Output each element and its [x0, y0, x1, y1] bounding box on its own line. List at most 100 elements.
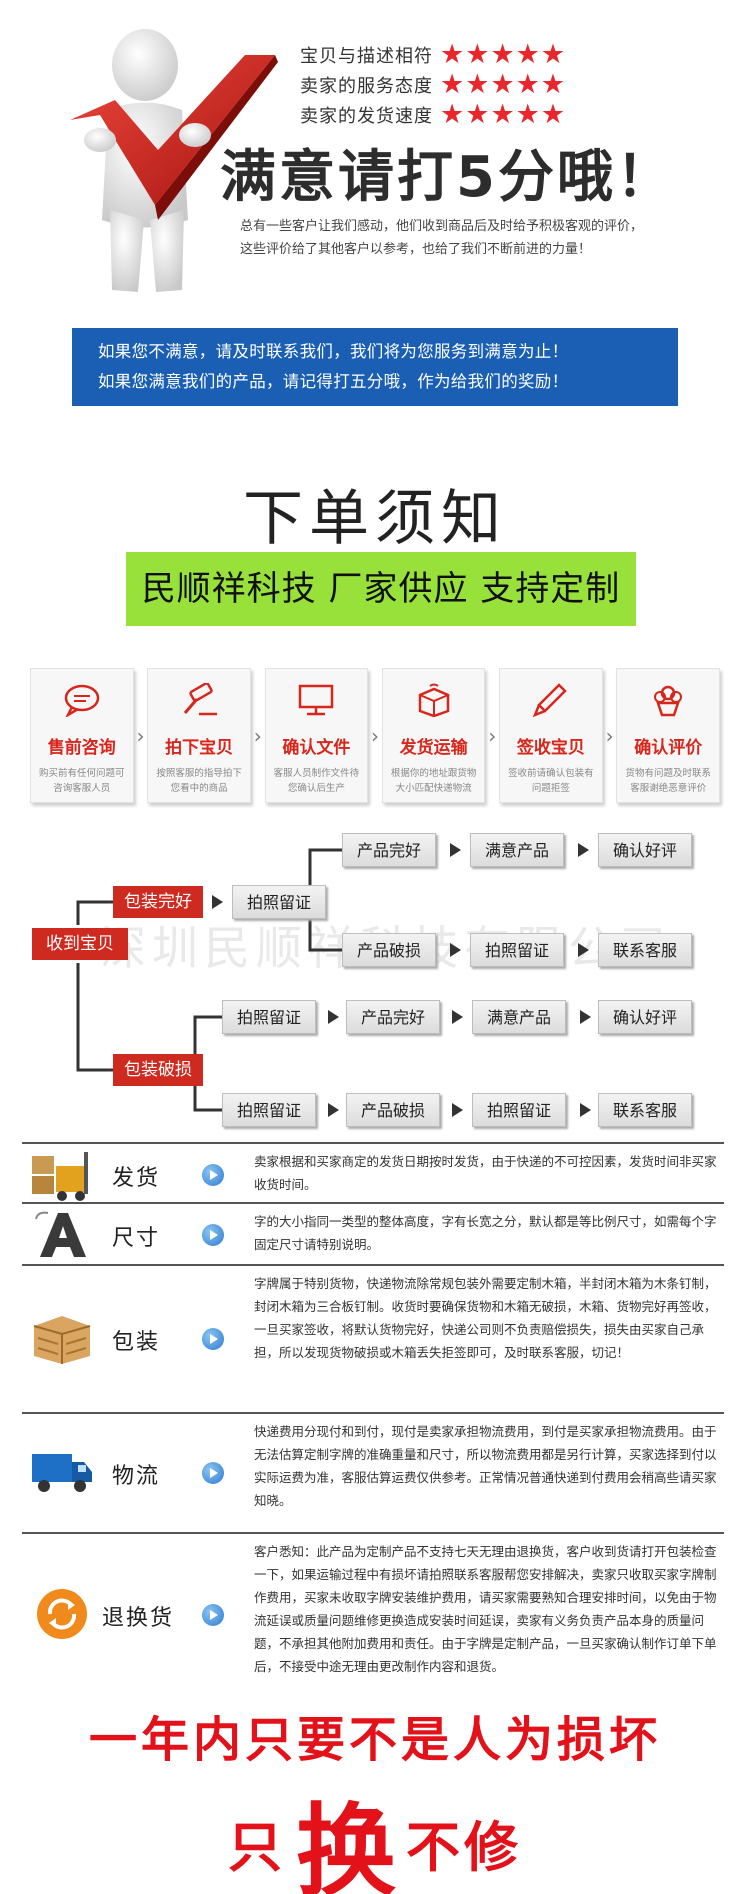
star-icon: ★	[490, 39, 515, 70]
good-review-box: 确认好评	[598, 833, 693, 867]
info-row-returns: 退换货 客户悉知：此产品为定制产品不支持七天无理由退换货，客户收到货请打开包装检…	[22, 1534, 724, 1702]
photo-evidence-box: 拍照留证	[222, 1000, 317, 1034]
chevron-right-icon: ›	[605, 723, 614, 748]
star-icon: ★	[515, 39, 540, 70]
auction-hammer-icon	[183, 682, 218, 716]
five-star-rating: ★★★★★	[440, 101, 566, 129]
arrow-right-icon	[450, 943, 461, 957]
step-title: 确认评价	[634, 738, 703, 758]
monitor-icon	[299, 684, 334, 716]
play-circle-icon	[202, 1604, 224, 1626]
step-card: 确认评价 货物有问题及时联系客服谢绝恶意评价	[616, 668, 721, 803]
star-icon: ★	[440, 69, 465, 100]
rating-row: 卖家的服务态度 ★★★★★	[300, 70, 566, 100]
star-icon: ★	[465, 69, 490, 100]
rating-list: 宝贝与描述相符 ★★★★★ 卖家的服务态度 ★★★★★ 卖家的发货速度 ★★★★…	[300, 40, 566, 130]
receiving-flow-diagram: 深圳民顺祥科技有限公司 收到宝贝 包装完好 包装破损 拍照留证 产品完好 满意产…	[0, 820, 750, 1127]
contact-service-box: 联系客服	[598, 1093, 693, 1127]
package-damaged-node: 包装破损	[113, 1054, 203, 1086]
flower-gift-icon	[654, 685, 683, 717]
policy-info-list: 发货 卖家根据和买家商定的发货日期按时发货，由于快递的不可控因素，发货时间非买家…	[22, 1142, 724, 1702]
step-title: 发货运输	[399, 738, 468, 758]
info-text: 客户悉知：此产品为定制产品不支持七天无理由退换货，客户收到货请打开包装检查一下，…	[254, 1544, 717, 1674]
arrow-right-icon	[452, 1103, 463, 1117]
review-description: 总有一些客户让我们感动，他们收到商品后及时给予积极客观的评价，这些评价给了其他客…	[240, 219, 644, 257]
banner-line: 如果您不满意，请及时联系我们，我们将为您服务到满意为止！	[98, 342, 569, 361]
info-text: 快递费用分现付和到付，现付是卖家承担物流费用，到付是买家承担物流费用。由于无法估…	[254, 1424, 717, 1508]
info-label: 物流	[112, 1464, 161, 1489]
good-review-box: 确认好评	[598, 1000, 693, 1034]
arrow-right-icon	[578, 843, 589, 857]
arrow-right-icon	[212, 895, 223, 909]
company-banner: 民顺祥科技 厂家供应 支持定制	[126, 552, 636, 626]
star-icon: ★	[465, 99, 490, 130]
warranty-headline: 一年内只要不是人为损坏	[88, 1712, 661, 1768]
star-icon: ★	[540, 69, 566, 100]
star-icon: ★	[540, 39, 566, 70]
star-icon: ★	[540, 99, 566, 130]
five-star-rating: ★★★★★	[440, 41, 566, 69]
play-circle-icon	[202, 1224, 224, 1246]
step-card: 售前咨询 购买前有任何问题可咨询客服人员	[30, 668, 134, 803]
product-intact-box: 产品完好	[346, 1000, 441, 1034]
rating-label: 宝贝与描述相符	[300, 46, 433, 67]
step-desc: 按照客服的指导拍下您看中的商品	[156, 768, 242, 794]
order-notice-title: 下单须知	[243, 484, 507, 554]
received-node: 收到宝贝	[32, 928, 128, 960]
refresh-circle-icon	[37, 1589, 87, 1639]
step-desc: 客服人员制作文件待您确认后生产	[273, 768, 360, 794]
photo-evidence-box: 拍照留证	[472, 1093, 567, 1127]
photo-evidence-box: 拍照留证	[222, 1093, 317, 1127]
satisfied-product-box: 满意产品	[472, 1000, 567, 1034]
info-row-shipping: 发货 卖家根据和买家商定的发货日期按时发货，由于快递的不可控因素，发货时间非买家…	[22, 1142, 724, 1204]
arrow-right-icon	[578, 943, 589, 957]
five-star-request-title: 满意请打5分哦！	[220, 145, 675, 210]
step-desc: 签收前请确认包装有问题拒签	[508, 768, 594, 794]
wooden-crate-icon	[33, 1316, 91, 1364]
rating-label: 卖家的服务态度	[300, 76, 433, 97]
star-icon: ★	[440, 99, 465, 130]
warranty-no-repair: 不修	[406, 1816, 522, 1879]
product-damaged-box: 产品破损	[342, 933, 437, 967]
warranty-subline: 只换不修	[0, 1770, 750, 1894]
info-label: 发货	[112, 1166, 161, 1191]
contact-banner: 如果您不满意，请及时联系我们，我们将为您服务到满意为止！ 如果您满意我们的产品，…	[72, 328, 678, 406]
letter-a-icon	[35, 1211, 86, 1257]
photo-evidence-box: 拍照留证	[232, 885, 327, 919]
info-text: 字牌属于特别货物，快递物流除常规包装外需要定制木箱，半封闭木箱为木条钉制，封闭木…	[254, 1276, 717, 1360]
five-star-rating: ★★★★★	[440, 71, 566, 99]
star-icon: ★	[515, 99, 540, 130]
info-row-logistics: 物流 快递费用分现付和到付，现付是卖家承担物流费用，到付是买家承担物流费用。由于…	[22, 1414, 724, 1534]
step-card: 签收宝贝 签收前请确认包装有问题拒签	[499, 668, 603, 803]
arrow-right-icon	[580, 1103, 591, 1117]
banner-line: 如果您满意我们的产品，请记得打五分哦，作为给我们的奖励！	[98, 372, 569, 391]
rating-row: 卖家的发货速度 ★★★★★	[300, 100, 566, 130]
delivery-truck-icon	[32, 1454, 92, 1492]
info-row-size: 尺寸 字的大小指同一类型的整体高度，字有长宽之分，默认都是等比例尺寸，如需每个字…	[22, 1204, 724, 1266]
chevron-right-icon: ›	[488, 723, 497, 748]
info-row-packaging: 包装 字牌属于特别货物，快递物流除常规包装外需要定制木箱，半封闭木箱为木条钉制，…	[22, 1266, 724, 1414]
product-damaged-box: 产品破损	[346, 1093, 441, 1127]
pen-sign-icon	[532, 683, 567, 718]
chevron-right-icon: ›	[253, 723, 262, 748]
contact-service-box: 联系客服	[598, 933, 693, 967]
rating-row: 宝贝与描述相符 ★★★★★	[300, 40, 566, 70]
step-desc: 根据你的地址跟货物大小匹配快递物流	[390, 768, 477, 794]
info-label: 尺寸	[112, 1226, 161, 1251]
purchase-steps: 售前咨询 购买前有任何问题可咨询客服人员 › 拍下宝贝 按照客服的指导拍下您看中…	[30, 668, 721, 803]
check-mark-person-icon	[70, 29, 278, 292]
package-intact-node: 包装完好	[113, 886, 203, 918]
forklift-boxes-icon	[32, 1152, 88, 1201]
star-icon: ★	[465, 39, 490, 70]
arrow-right-icon	[450, 843, 461, 857]
step-title: 确认文件	[282, 738, 351, 758]
package-box-icon	[418, 683, 449, 718]
step-title: 售前咨询	[47, 738, 116, 758]
step-title: 签收宝贝	[516, 738, 585, 758]
info-label: 包装	[112, 1330, 161, 1355]
info-text: 字的大小指同一类型的整体高度，字有长宽之分，默认都是等比例尺寸，如需每个字固定尺…	[254, 1214, 717, 1252]
star-icon: ★	[440, 39, 465, 70]
warranty-only: 只	[228, 1816, 286, 1879]
arrow-right-icon	[328, 1010, 339, 1024]
